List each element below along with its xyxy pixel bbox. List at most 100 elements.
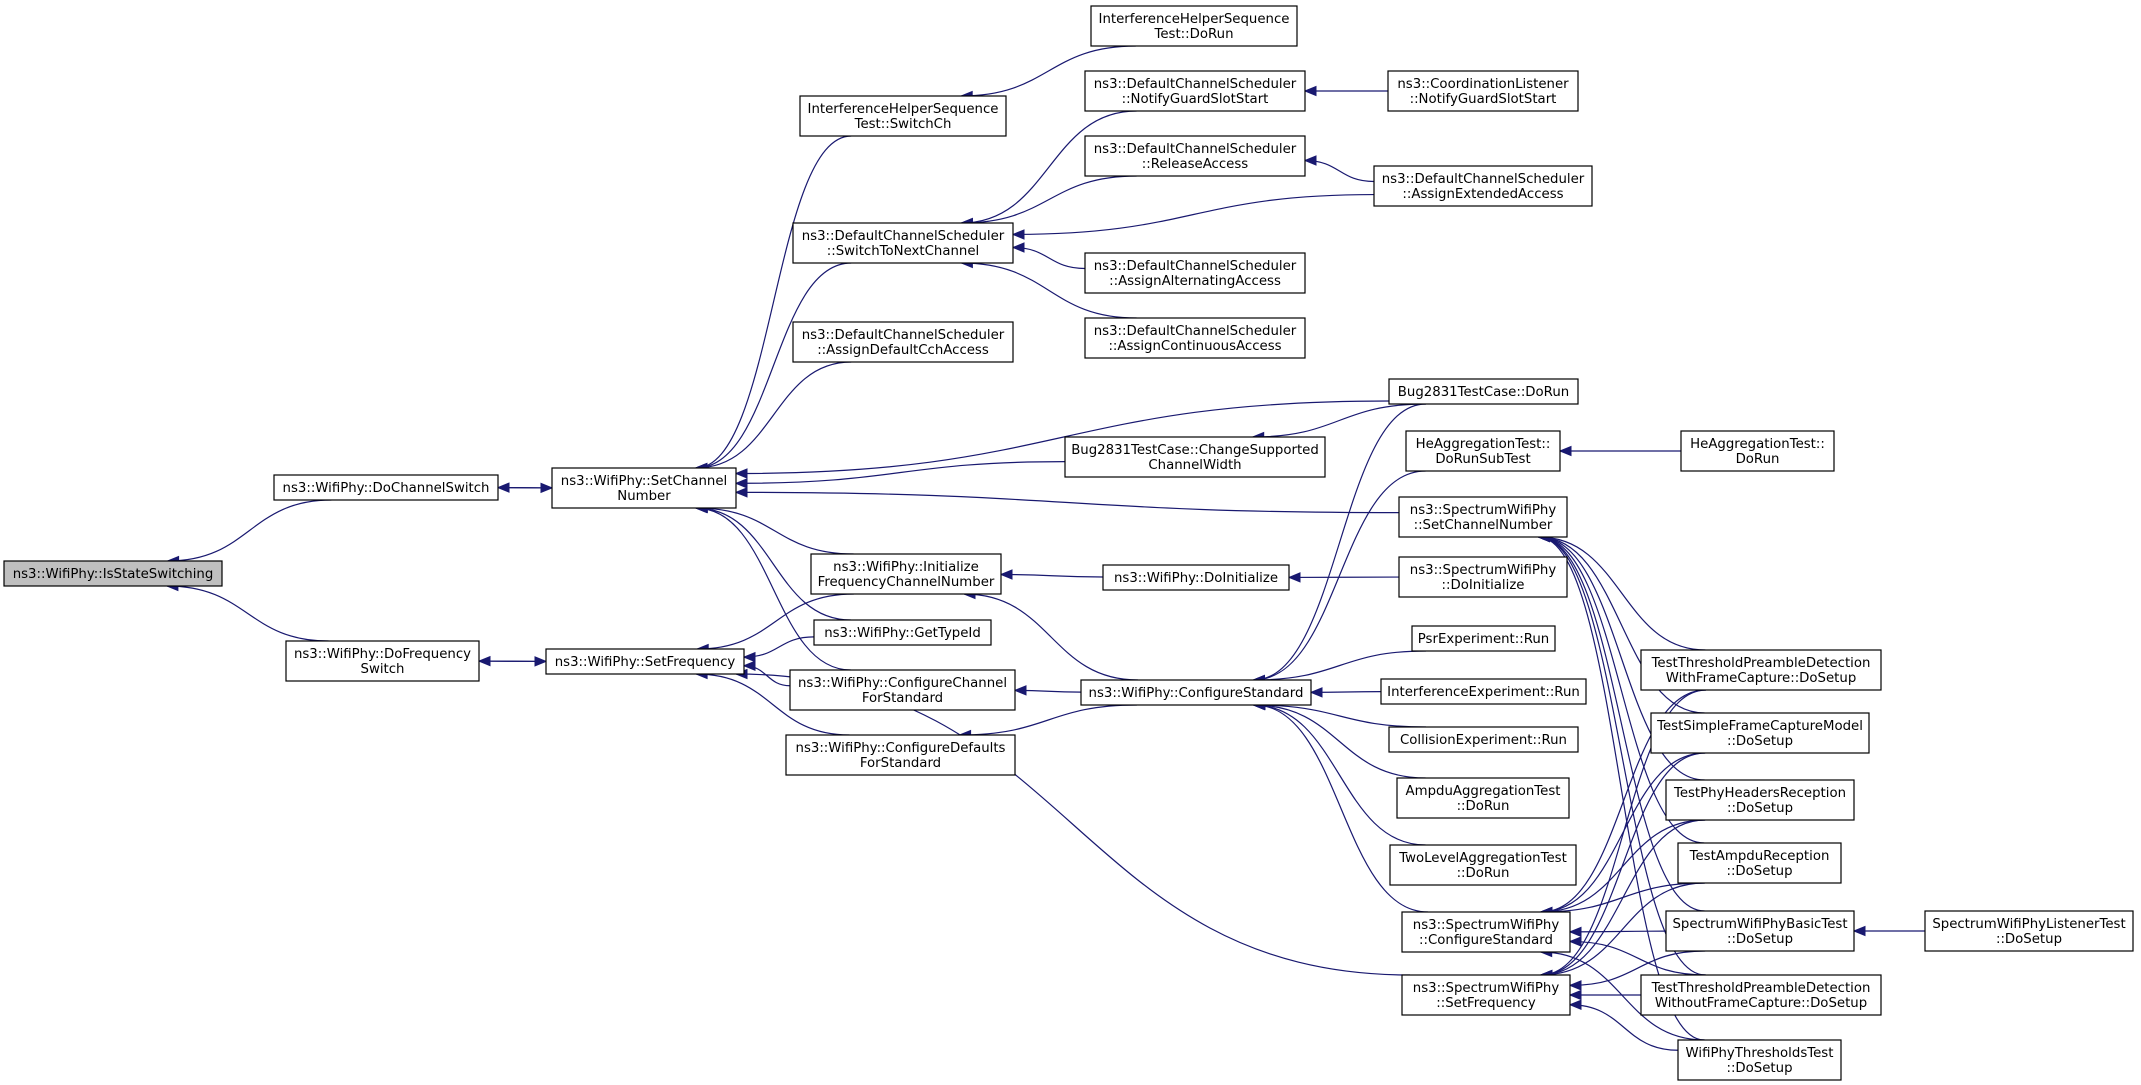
- node-cl-notifyguard[interactable]: ns3::CoordinationListener::NotifyGuardSl…: [1387, 70, 1579, 112]
- node-label: ns3::WifiPhy::Initialize: [833, 560, 979, 575]
- node-dochannelswitch[interactable]: ns3::WifiPhy::DoChannelSwitch: [273, 474, 499, 501]
- node-ttpd-without[interactable]: TestThresholdPreambleDetectionWithoutFra…: [1640, 974, 1882, 1016]
- arrowhead-wp-configurestandard: [1309, 687, 1323, 698]
- node-label: SpectrumWifiPhyBasicTest: [1672, 917, 1847, 932]
- node-label: ns3::SpectrumWifiPhy: [1410, 563, 1557, 578]
- node-label: ::DoSetup: [1727, 932, 1793, 947]
- node-wpthresholds[interactable]: WifiPhyThresholdsTest::DoSetup: [1677, 1039, 1842, 1081]
- edge-swp-setchannelnumber-to-setchannelnumber: [735, 491, 1400, 514]
- node-label: ::ReleaseAccess: [1142, 157, 1249, 172]
- node-twolevel-dorun[interactable]: TwoLevelAggregationTest::DoRun: [1389, 844, 1577, 886]
- edge-tsfcm-to-swp-setfrequency: [1540, 752, 1706, 976]
- node-ttpd-with[interactable]: TestThresholdPreambleDetectionWithFrameC…: [1640, 649, 1882, 691]
- node-tampdu[interactable]: TestAmpduReception::DoSetup: [1677, 842, 1842, 884]
- edge-wp-initfreq-to-setfrequency: [697, 593, 854, 650]
- node-label: ForStandard: [860, 756, 941, 771]
- node-label: DoRunSubTest: [1435, 452, 1530, 467]
- edges: [165, 45, 1925, 1051]
- node-collision-run[interactable]: CollisionExperiment::Run: [1388, 726, 1579, 753]
- node-wp-gettypeid[interactable]: ns3::WifiPhy::GetTypeId: [813, 619, 992, 646]
- edge-dofrequencyswitch-to-isstateswitching: [166, 585, 329, 642]
- node-box: [1084, 70, 1306, 112]
- node-setfrequency[interactable]: ns3::WifiPhy::SetFrequency: [545, 648, 745, 675]
- edge-dcs-releaseaccess-to-dcs-switchtonext: [961, 175, 1137, 224]
- node-tsfcm[interactable]: TestSimpleFrameCaptureModel::DoSetup: [1650, 712, 1870, 754]
- node-swp-configurestandard[interactable]: ns3::SpectrumWifiPhy::ConfigureStandard: [1401, 911, 1571, 953]
- arrowhead-dcs-switchtonext: [1011, 229, 1025, 240]
- edge-ttpd-with-to-swp-setchannelnumber: [1538, 536, 1706, 651]
- node-wp-initfreq[interactable]: ns3::WifiPhy::InitializeFrequencyChannel…: [810, 553, 1002, 595]
- node-swp-setfrequency[interactable]: ns3::SpectrumWifiPhy::SetFrequency: [1401, 974, 1571, 1016]
- node-swp-setchannelnumber[interactable]: ns3::SpectrumWifiPhy::SetChannelNumber: [1398, 496, 1568, 538]
- node-dcs-assigncontinuous[interactable]: ns3::DefaultChannelScheduler::AssignCont…: [1084, 317, 1306, 359]
- edge-psr-run-to-wp-configurestandard: [1253, 650, 1427, 681]
- node-box: [1650, 712, 1870, 754]
- arrowhead-swp-setfrequency: [1568, 989, 1582, 1001]
- node-dcs-assigndefaultcch[interactable]: ns3::DefaultChannelScheduler::AssignDefa…: [792, 321, 1014, 363]
- node-swplistener[interactable]: SpectrumWifiPhyListenerTest::DoSetup: [1924, 910, 2134, 952]
- node-box: [285, 640, 480, 682]
- nodes: ns3::WifiPhy::IsStateSwitchingns3::WifiP…: [3, 5, 2134, 1081]
- arrowhead-swp-configurestandard: [1568, 926, 1582, 938]
- node-psr-run[interactable]: PsrExperiment::Run: [1411, 625, 1556, 652]
- node-label: AmpduAggregationTest: [1406, 784, 1561, 799]
- node-label: HeAggregationTest::: [1416, 437, 1551, 452]
- edge-dcs-assigncontinuous-to-dcs-switchtonext: [961, 262, 1137, 319]
- node-interference-run[interactable]: InterferenceExperiment::Run: [1380, 678, 1587, 705]
- node-label: SpectrumWifiPhyListenerTest: [1932, 917, 2125, 932]
- node-label: ::DoRun: [1457, 799, 1510, 814]
- node-wp-configurestandard[interactable]: ns3::WifiPhy::ConfigureStandard: [1080, 679, 1312, 706]
- edge-wp-initfreq-to-setchannelnumber: [696, 507, 854, 555]
- node-swp-doinitialize[interactable]: ns3::SpectrumWifiPhy::DoInitialize: [1398, 556, 1568, 598]
- node-label: HeAggregationTest::: [1690, 437, 1825, 452]
- node-label: ns3::WifiPhy::SetFrequency: [555, 655, 736, 670]
- node-setchannelnumber[interactable]: ns3::WifiPhy::SetChannelNumber: [551, 467, 737, 509]
- node-box: [1401, 974, 1571, 1016]
- edge-tphr-to-swp-setchannelnumber: [1538, 536, 1705, 781]
- node-box: [1677, 1039, 1842, 1081]
- node-isstateswitching[interactable]: ns3::WifiPhy::IsStateSwitching: [3, 560, 223, 587]
- node-label: ns3::WifiPhy::ConfigureStandard: [1089, 686, 1304, 701]
- node-box: [1665, 779, 1855, 821]
- node-box: [813, 619, 992, 646]
- edge-bug2831-changecw-to-setchannelnumber: [735, 461, 1066, 484]
- edge-swpbasic-to-swp-setfrequency: [1569, 950, 1706, 986]
- node-box: [810, 553, 1002, 595]
- node-bug2831-dorun[interactable]: Bug2831TestCase::DoRun: [1388, 378, 1579, 405]
- node-wp-doinitialize[interactable]: ns3::WifiPhy::DoInitialize: [1102, 564, 1290, 591]
- node-label: InterferenceHelperSequence: [808, 102, 999, 117]
- edge-dcs-switchtonext-to-setchannelnumber: [695, 262, 852, 469]
- node-bug2831-changecw[interactable]: Bug2831TestCase::ChangeSupportedChannelW…: [1064, 436, 1326, 478]
- node-heagg-dorun[interactable]: HeAggregationTest::DoRun: [1680, 430, 1835, 472]
- node-swpbasic[interactable]: SpectrumWifiPhyBasicTest::DoSetup: [1665, 910, 1855, 952]
- node-dcs-notifyguard[interactable]: ns3::DefaultChannelScheduler::NotifyGuar…: [1084, 70, 1306, 112]
- node-dcs-switchtonext[interactable]: ns3::DefaultChannelScheduler::SwitchToNe…: [792, 222, 1014, 264]
- edge-wp-configurestandard-to-wp-initfreq: [963, 593, 1139, 681]
- node-dcs-releaseaccess[interactable]: ns3::DefaultChannelScheduler::ReleaseAcc…: [1084, 135, 1306, 177]
- node-ampdu-agg-dorun[interactable]: AmpduAggregationTest::DoRun: [1396, 777, 1570, 819]
- node-label: ::NotifyGuardSlotStart: [1122, 92, 1269, 107]
- node-box: [1387, 70, 1579, 112]
- node-wp-configurechannel[interactable]: ns3::WifiPhy::ConfigureChannelForStandar…: [789, 669, 1016, 711]
- node-box: [1677, 842, 1842, 884]
- node-label: ns3::WifiPhy::DoChannelSwitch: [283, 481, 490, 496]
- node-box: [1380, 678, 1587, 705]
- node-box: [1064, 436, 1326, 478]
- node-label: ns3::DefaultChannelScheduler: [1094, 142, 1297, 157]
- node-wp-configuredefaults[interactable]: ns3::WifiPhy::ConfigureDefaultsForStanda…: [785, 734, 1016, 776]
- node-box: [1405, 430, 1561, 472]
- node-tphr[interactable]: TestPhyHeadersReception::DoSetup: [1665, 779, 1855, 821]
- arrowhead-swpbasic: [1852, 925, 1866, 937]
- edge-dcs-assignextended-to-dcs-switchtonext: [1012, 193, 1375, 236]
- node-box: [1102, 564, 1290, 591]
- arrowhead-dcs-notifyguard: [1303, 85, 1317, 97]
- edge-ttpd-with-to-swp-configurestandard: [1540, 689, 1707, 913]
- node-label: TestAmpduReception: [1689, 849, 1830, 864]
- node-dcs-assignextended[interactable]: ns3::DefaultChannelScheduler::AssignExte…: [1373, 165, 1593, 207]
- node-label: ns3::DefaultChannelScheduler: [1382, 172, 1585, 187]
- node-dcs-assignalternating[interactable]: ns3::DefaultChannelScheduler::AssignAlte…: [1084, 252, 1306, 294]
- node-heagg-dorunsubtest[interactable]: HeAggregationTest::DoRunSubTest: [1405, 430, 1561, 472]
